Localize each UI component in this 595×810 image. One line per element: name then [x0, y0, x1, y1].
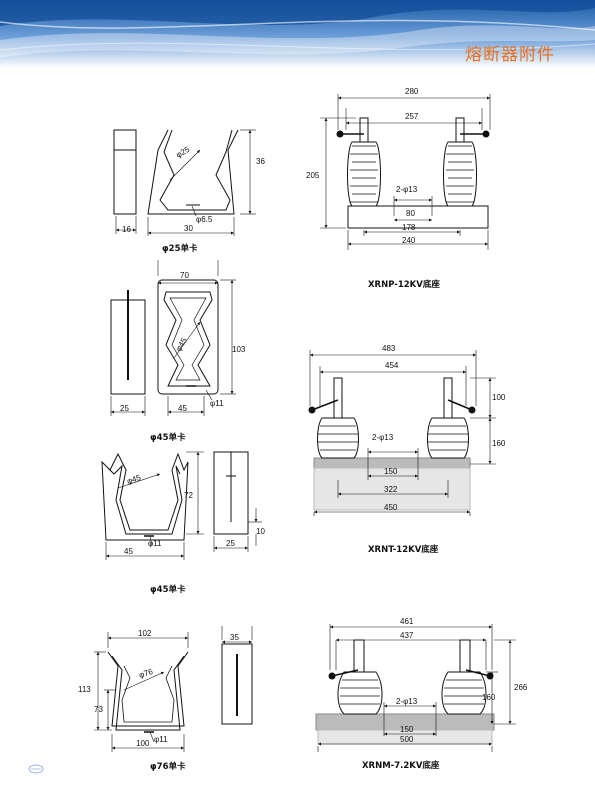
xrnm-dim-266: 266 — [514, 683, 528, 692]
xrnp-dim-240: 240 — [402, 236, 416, 245]
xrnt-dim-454: 454 — [385, 361, 399, 370]
xrnm-dim-holes: 2-φ13 — [396, 697, 418, 706]
clip45b-dim-base: 45 — [124, 547, 133, 556]
clip45a-dim-width: 70 — [180, 271, 189, 280]
clip25-dim-diameter: φ25 — [175, 145, 192, 160]
clip76-dim-base: 100 — [136, 739, 150, 748]
xrnp-dim-280: 280 — [405, 87, 419, 96]
xrnt-dim-160: 160 — [492, 439, 506, 448]
xrnm-dim-150: 150 — [400, 725, 414, 734]
clip76-dim-height: 113 — [78, 685, 91, 694]
xrnt-dim-100: 100 — [492, 393, 506, 402]
xrnt-caption: XRNT-12KV底座 — [368, 545, 439, 555]
xrnp-insulator-right — [443, 141, 477, 207]
xrnp-dim-178: 178 — [402, 223, 416, 232]
clip76-dim-inner: 73 — [94, 705, 103, 714]
clip25-side-view — [113, 129, 137, 215]
xrnm-insulator-right — [441, 671, 487, 715]
xrnm-drawing — [315, 624, 516, 752]
xrnt-dim-450: 450 — [384, 503, 398, 512]
xrnp-dim-257: 257 — [405, 112, 419, 121]
xrnp-dim-80: 80 — [406, 209, 415, 218]
xrnp-drawing — [320, 94, 491, 250]
clip45a-drawing — [110, 260, 236, 416]
xrnm-insulator-left — [337, 671, 383, 715]
clip76-dim-side: 35 — [230, 633, 239, 642]
clip45b-dim-side: 25 — [226, 539, 235, 548]
footer-logo-mark — [28, 764, 44, 774]
clip76-caption: φ76单卡 — [150, 762, 186, 772]
xrnt-dim-322: 322 — [384, 485, 398, 494]
header-wave-graphic — [0, 0, 595, 68]
xrnt-insulator-left — [317, 417, 359, 459]
clip45b-dim-diameter: φ45 — [126, 473, 143, 486]
clip76-dim-hole: φ11 — [154, 735, 168, 744]
xrnt-dim-holes: 2-φ13 — [372, 433, 394, 442]
xrnp-dim-holes: 2-φ13 — [396, 185, 418, 194]
xrnm-dim-461: 461 — [400, 617, 414, 626]
clip25-caption: φ25单卡 — [162, 244, 198, 254]
clip25-drawing — [113, 129, 256, 236]
xrnm-dim-160: 160 — [482, 693, 496, 702]
xrnm-dim-437: 437 — [400, 631, 414, 640]
xrnt-dim-483: 483 — [382, 344, 396, 353]
xrnt-dim-150: 150 — [384, 467, 398, 476]
xrnt-insulator-right — [427, 417, 469, 459]
xrnt-drawing — [308, 350, 496, 516]
clip45b-drawing — [101, 451, 262, 560]
xrnp-caption: XRNP-12KV底座 — [368, 280, 440, 290]
xrnm-caption: XRNM-7.2KV底座 — [362, 761, 440, 771]
xrnp-base-plate — [347, 205, 489, 229]
header-banner: 熔断器附件 — [0, 0, 595, 68]
xrnp-dim-205: 205 — [306, 171, 320, 180]
clip25-dim-hole: φ6.5 — [196, 215, 213, 224]
clip45a-dim-base: 45 — [178, 404, 187, 413]
clip45b-caption: φ45单卡 — [150, 585, 186, 595]
clip76-front-view — [107, 651, 189, 727]
clip25-front-view — [147, 129, 239, 215]
clip45a-front-view — [157, 279, 219, 395]
clip76-dim-diameter: φ76 — [138, 667, 155, 680]
clip45a-dim-hole: φ11 — [210, 399, 224, 408]
clip45b-front-view — [101, 452, 189, 541]
clip25-dim-side: 16 — [122, 225, 131, 234]
clip25-dim-height: 36 — [256, 157, 265, 166]
xrnp-insulator-left — [347, 141, 381, 207]
clip45a-dim-side: 25 — [120, 404, 129, 413]
clip45b-dim-hole: φ11 — [148, 539, 162, 548]
xrnm-dim-500: 500 — [400, 735, 414, 744]
clip76-side-view — [221, 643, 253, 725]
clip45b-dim-height: 72 — [184, 491, 193, 500]
clip25-dim-width: 30 — [184, 224, 193, 233]
clip45a-dim-diameter: φ45 — [174, 336, 189, 353]
clip45b-dim-slot: 10 — [256, 527, 265, 536]
clip45a-dim-height: 103 — [232, 345, 246, 354]
clip76-drawing — [94, 626, 253, 752]
header-title: 熔断器附件 — [465, 45, 555, 65]
footer-logo — [28, 764, 44, 774]
clip76-dim-top: 102 — [138, 629, 152, 638]
clip45a-caption: φ45单卡 — [150, 433, 186, 443]
